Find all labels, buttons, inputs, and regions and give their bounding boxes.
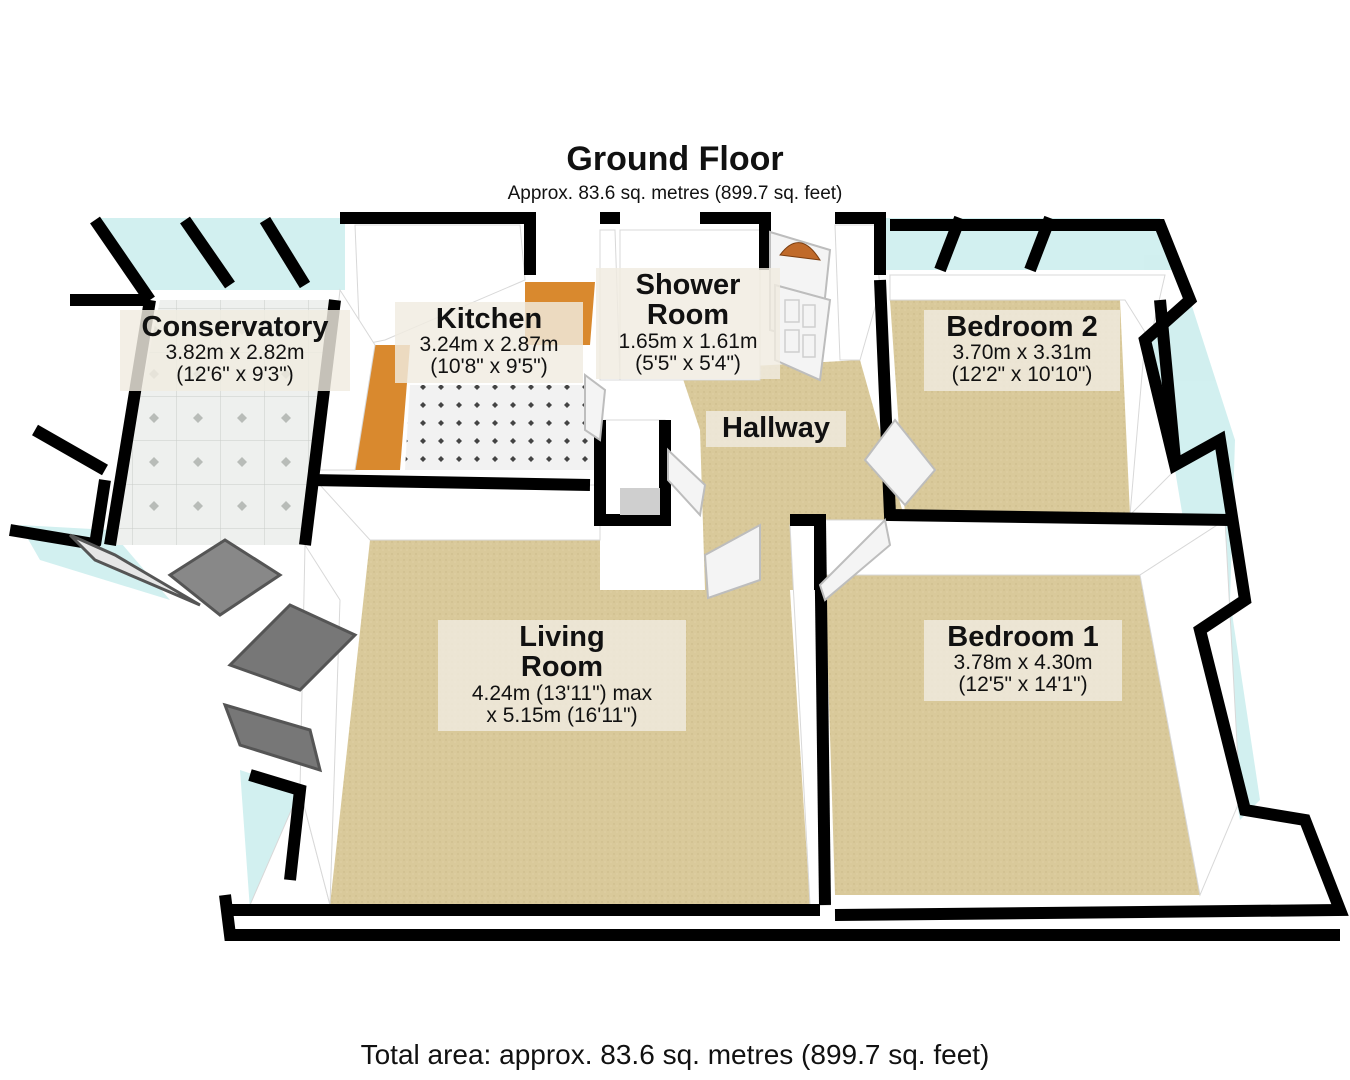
room-dimensions-metric: 3.70m x 3.31m xyxy=(952,341,1092,365)
room-name: Kitchen xyxy=(435,303,543,335)
total-area: Total area: approx. 83.6 sq. metres (899… xyxy=(360,1039,990,1070)
room-dimensions-metric: 1.65m x 1.61m xyxy=(618,329,758,353)
room-dimensions-imperial: (10'8" x 9'5") xyxy=(430,355,548,379)
wall-tops xyxy=(9,212,1349,941)
kitchen-label: Kitchen 3.24m x 2.87m (10'8" x 9'5") xyxy=(395,302,583,383)
room-dimensions-imperial: (12'2" x 10'10") xyxy=(951,363,1093,387)
room-dimensions-metric: 4.24m (13'11") max xyxy=(471,681,653,705)
bedroom1-door xyxy=(818,517,892,602)
bedroom2-door xyxy=(863,418,937,507)
bedroom2-label: Bedroom 2 3.70m x 3.31m (12'2" x 10'10") xyxy=(924,310,1120,391)
living-room-label: Living Room 4.24m (13'11") max x 5.15m (… xyxy=(438,620,686,731)
kitchen-floor xyxy=(405,385,600,470)
room-name: Hallway xyxy=(722,412,830,444)
shower-room-label: Shower Room 1.65m x 1.61m (5'5" x 5'4") xyxy=(596,268,780,379)
conservatory-label: Conservatory 3.82m x 2.82m (12'6" x 9'3"… xyxy=(120,310,350,391)
room-dimensions-imperial: (12'6" x 9'3") xyxy=(176,363,294,387)
room-name: Conservatory xyxy=(141,311,329,343)
room-dimensions-metric: 3.24m x 2.87m xyxy=(419,333,559,357)
shower-door xyxy=(584,373,607,442)
room-name-line2: Room xyxy=(520,651,604,684)
room-dimensions-imperial: (5'5" x 5'4") xyxy=(635,351,741,375)
front-door-window xyxy=(779,242,821,261)
room-dimensions-imperial: (12'5" x 14'1") xyxy=(958,673,1088,697)
room-dimensions-imperial: x 5.15m (16'11") xyxy=(486,703,638,727)
room-dimensions-metric: 3.82m x 2.82m xyxy=(165,341,305,365)
room-name-line2: Room xyxy=(646,299,730,332)
room-name-line1: Living xyxy=(519,621,605,653)
room-dimensions-metric: 3.78m x 4.30m xyxy=(953,651,1093,675)
floor-area: Approx. 83.6 sq. metres (899.7 sq. feet) xyxy=(507,183,843,204)
living-door xyxy=(703,523,761,600)
cupboard-door xyxy=(667,447,707,518)
floor-title: Ground Floor xyxy=(566,140,784,178)
door-panels xyxy=(784,299,816,358)
french-doors xyxy=(68,533,358,773)
hallway-label: Hallway xyxy=(706,411,846,448)
room-name-line1: Shower xyxy=(635,269,741,301)
cupboard-floor xyxy=(620,488,660,515)
bedroom1-label: Bedroom 1 3.78m x 4.30m (12'5" x 14'1") xyxy=(924,620,1122,701)
doors xyxy=(584,230,937,602)
room-name: Bedroom 2 xyxy=(946,311,1098,343)
room-name: Bedroom 1 xyxy=(947,621,1099,653)
